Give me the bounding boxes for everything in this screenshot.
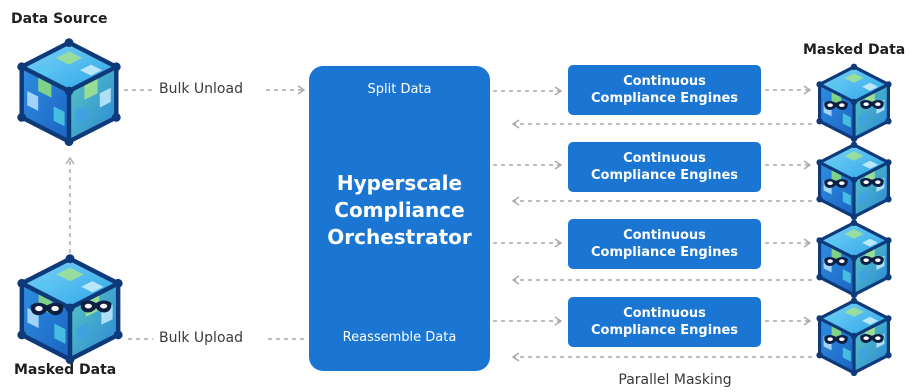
masked-cube-icon (814, 140, 894, 220)
masked-cube-icon (17, 254, 122, 364)
parallel-masking-caption: Parallel Masking (618, 372, 732, 388)
engine-line: Continuous (623, 306, 706, 321)
engine-line: Compliance Engines (590, 245, 739, 260)
orchestrator-title-line: Orchestrator (327, 225, 472, 249)
engine-line: Continuous (623, 74, 706, 89)
masked-cube-icon (814, 218, 894, 298)
masked-cube-icon (814, 62, 894, 142)
engine-box: Continuous Compliance Engines (568, 142, 761, 192)
orchestrator-block: Split Data Hyperscale Compliance Orchest… (309, 66, 490, 371)
engine-box: Continuous Compliance Engines (568, 219, 761, 269)
split-data-label: Split Data (367, 82, 432, 97)
data-cube-icon (17, 38, 120, 146)
engine-line: Compliance Engines (590, 168, 739, 183)
masked-target-label: Masked Data (803, 42, 906, 58)
orchestrator-title: Hyperscale Compliance Orchestrator (309, 170, 490, 251)
bulk-upload-label: Bulk Upload (159, 330, 243, 346)
data-source-label: Data Source (11, 11, 108, 27)
masked-cube-icon (814, 296, 894, 376)
engine-line: Continuous (623, 228, 706, 243)
reassemble-data-label: Reassemble Data (342, 330, 457, 345)
engine-box: Continuous Compliance Engines (568, 65, 761, 115)
engine-line: Compliance Engines (590, 91, 739, 106)
bulk-unload-label: Bulk Unload (159, 81, 243, 97)
masked-source-label: Masked Data (14, 362, 117, 378)
orchestrator-title-line: Compliance (334, 198, 465, 222)
engine-line: Continuous (623, 151, 706, 166)
orchestrator-title-line: Hyperscale (336, 171, 463, 195)
engine-box: Continuous Compliance Engines (568, 297, 761, 347)
flow-arrows (65, 85, 812, 362)
engine-line: Compliance Engines (590, 323, 739, 338)
